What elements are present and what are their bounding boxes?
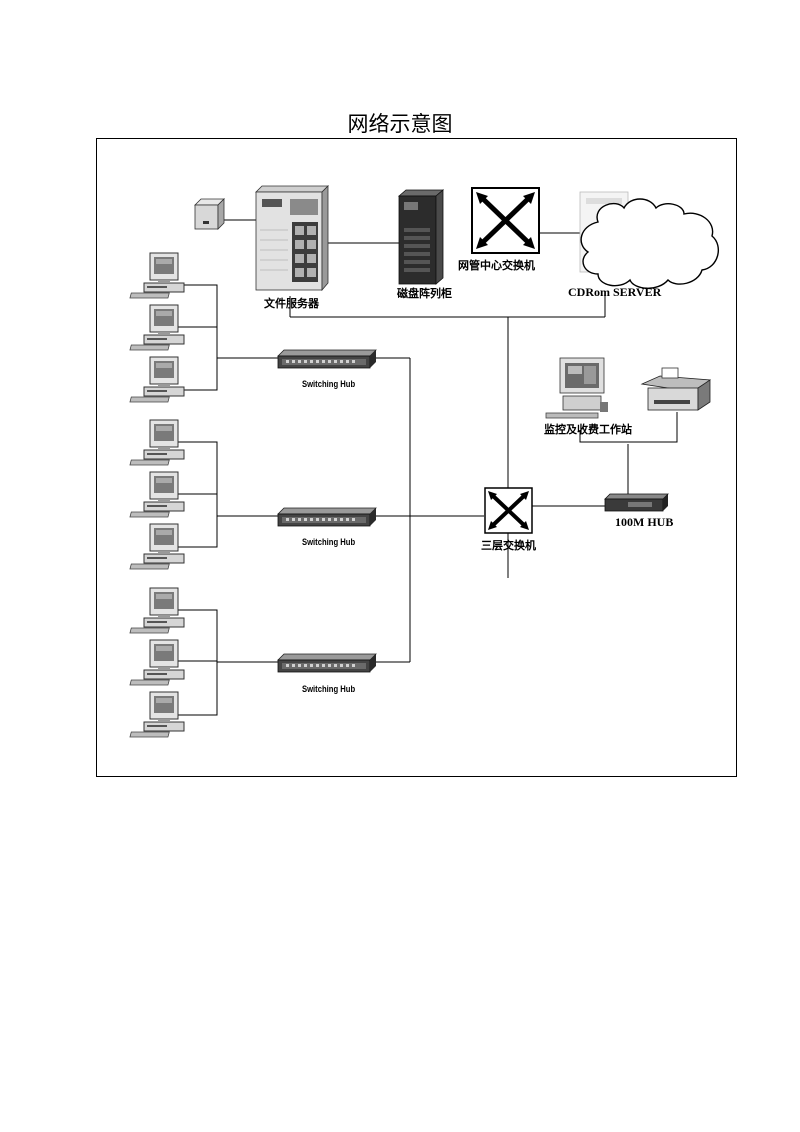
nms-switch-icon — [471, 187, 540, 254]
diagram-frame — [96, 138, 737, 777]
hub-100m-icon — [604, 493, 669, 512]
monitor-station-label: 监控及收费工作站 — [544, 423, 632, 436]
modem-icon — [194, 198, 225, 230]
disk-array-icon — [397, 189, 445, 285]
hub-100m-label: 100M HUB — [615, 515, 674, 529]
l3-switch-icon — [484, 487, 533, 534]
diagram-title: 网络示意图 — [347, 112, 453, 136]
switching-hub-3-label: Switching Hub — [302, 684, 356, 694]
workstation-icon — [129, 587, 185, 634]
switching-hub-2-icon — [277, 507, 377, 527]
switching-hub-3-icon — [277, 653, 377, 673]
workstation-icon — [129, 471, 185, 518]
nms-switch-label: 网管中心交换机 — [458, 259, 535, 272]
file-server-label: 文件服务器 — [264, 297, 319, 310]
workstation-icon — [129, 691, 185, 738]
workstation-icon — [129, 356, 185, 403]
workstation-icon — [129, 419, 185, 466]
l3-switch-label: 三层交换机 — [481, 539, 536, 552]
workstation-icon — [129, 252, 185, 299]
switching-hub-1-label: Switching Hub — [302, 379, 356, 389]
connection-lines — [178, 219, 678, 716]
switching-hub-2-label: Switching Hub — [302, 537, 356, 547]
switching-hub-1-icon — [277, 349, 377, 369]
workstation-icon — [129, 304, 185, 351]
cdrom-server-icon — [579, 191, 720, 289]
cdrom-server-label: CDRom SERVER — [568, 285, 662, 299]
disk-array-label: 磁盘阵列柜 — [397, 287, 452, 300]
workstation-icon — [129, 639, 185, 686]
file-server-icon — [255, 185, 329, 292]
workstation-icon — [129, 523, 185, 570]
monitor-station-icon — [545, 357, 608, 419]
printer-icon — [640, 367, 712, 411]
